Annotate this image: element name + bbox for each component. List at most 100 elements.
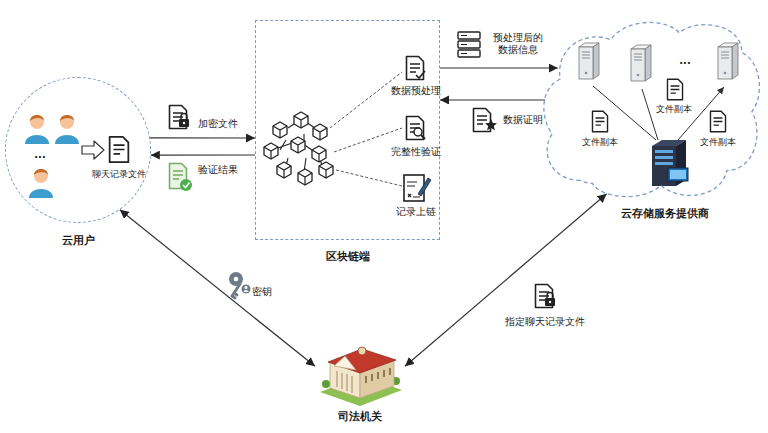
user-icon — [25, 115, 49, 144]
node-label: 聊天记录文件 — [84, 169, 154, 180]
chat-file-icon — [110, 137, 129, 162]
file-copy-label: 文件副本 — [700, 137, 736, 149]
connector-arrow — [440, 67, 558, 68]
edge-label: 指定聊天记录文件 — [505, 316, 585, 328]
court-building — [366, 368, 390, 383]
node-heading: 司法机关 — [315, 410, 405, 423]
verified-file-icon — [170, 164, 193, 192]
user-group: 聊天记录文件云用户 — [5, 77, 151, 223]
file-copy-icon — [592, 111, 607, 131]
edge-label: 密钥 — [252, 286, 272, 298]
user-icon — [25, 115, 79, 198]
blockchain-icon — [312, 146, 326, 162]
main-server-icon — [652, 140, 688, 186]
key-icon — [241, 284, 251, 294]
file-copy-icon — [710, 111, 725, 131]
court-building — [320, 347, 402, 406]
node-heading: 区块链端 — [256, 250, 439, 263]
key-icon — [234, 277, 239, 282]
verify-icon — [414, 128, 422, 136]
verify-icon — [421, 135, 425, 139]
edge-label: 预处理后的 数据信息 — [491, 32, 545, 57]
server-icon — [631, 45, 651, 81]
node-heading: 云存储服务提供商 — [554, 207, 768, 220]
file-copy-icon — [592, 79, 725, 131]
server-stack-icon — [458, 32, 480, 57]
ellipsis: ... — [34, 148, 45, 161]
cloud-region: 云存储服务提供商 — [540, 18, 762, 205]
onchain-icon — [407, 182, 420, 197]
encrypted-file-icon — [183, 122, 185, 124]
key-icon — [244, 290, 249, 292]
proof-file-icon — [485, 119, 497, 130]
file-copy-icon — [667, 79, 682, 99]
onchain-icon — [418, 178, 431, 196]
file-copy-label: 文件副本 — [656, 104, 692, 116]
specified-file-icon — [549, 301, 551, 303]
node-label: 完整性验证 — [381, 146, 451, 158]
blockchain-icon — [264, 112, 333, 185]
onchain-icon — [404, 175, 424, 201]
blockchain-icon — [313, 124, 327, 140]
connector-arrow — [405, 194, 607, 367]
blockchain-icon — [273, 122, 287, 138]
proof-file-icon — [474, 109, 498, 132]
connector-arrow — [151, 154, 255, 155]
node-label: 记录上链 — [381, 206, 451, 218]
edge-label: 数据证明 — [503, 114, 543, 126]
main-server-icon — [655, 162, 673, 165]
preprocess-icon — [416, 71, 425, 78]
server-icon — [718, 43, 738, 79]
verified-file-icon — [183, 183, 190, 188]
blockchain-box: 数据预处理完整性验证记录上链区块链端 — [255, 20, 440, 240]
user-icon — [55, 115, 79, 144]
replica-arrow — [593, 86, 724, 140]
hollow-arrow — [82, 141, 104, 159]
main-server-icon — [655, 150, 673, 153]
server-icon — [579, 43, 738, 81]
blockchain-icon — [294, 112, 308, 128]
blockchain-icon — [291, 137, 305, 153]
hollow-arrow — [82, 141, 104, 159]
main-server-icon — [670, 170, 686, 179]
onchain-icon — [404, 175, 431, 201]
edge-label: 验证结果 — [198, 164, 238, 176]
function-label: 数据预处理 — [381, 85, 451, 99]
specified-file-icon — [545, 298, 555, 306]
blockchain-icon — [298, 169, 312, 185]
file-copy-label: 文件副本 — [582, 137, 618, 149]
blockchain-icon — [277, 162, 291, 178]
connector-arrow — [120, 210, 315, 366]
verify-icon — [407, 117, 426, 140]
cloud-outline — [544, 22, 760, 196]
function-label: 完整性验证 — [381, 146, 451, 160]
encrypted-file-icon — [170, 106, 190, 129]
server-icon — [579, 43, 599, 79]
verified-file-icon — [173, 171, 183, 179]
preprocess-icon — [407, 57, 426, 80]
key-icon — [229, 272, 251, 298]
ellipsis: ... — [679, 54, 690, 67]
cloud-outline — [540, 18, 762, 205]
connector-arrow — [440, 99, 545, 100]
specified-file-icon — [547, 293, 553, 299]
court-building — [334, 356, 356, 370]
court-building — [358, 347, 366, 355]
main-server-icon — [655, 156, 673, 159]
chat-file-icon — [110, 137, 129, 162]
node-heading: 云用户 — [6, 234, 150, 247]
specified-file-icon — [536, 285, 556, 308]
user-icon — [29, 169, 53, 198]
verified-file-icon — [180, 179, 192, 191]
key-icon — [245, 286, 248, 289]
blockchain-icon — [264, 143, 278, 159]
blockchain-icon — [319, 162, 333, 178]
node-label: 数据预处理 — [381, 85, 451, 97]
main-server-icon — [668, 168, 688, 181]
replica-arrow — [593, 86, 724, 140]
connector-arrow — [150, 137, 255, 138]
encrypted-file-icon — [179, 119, 189, 127]
